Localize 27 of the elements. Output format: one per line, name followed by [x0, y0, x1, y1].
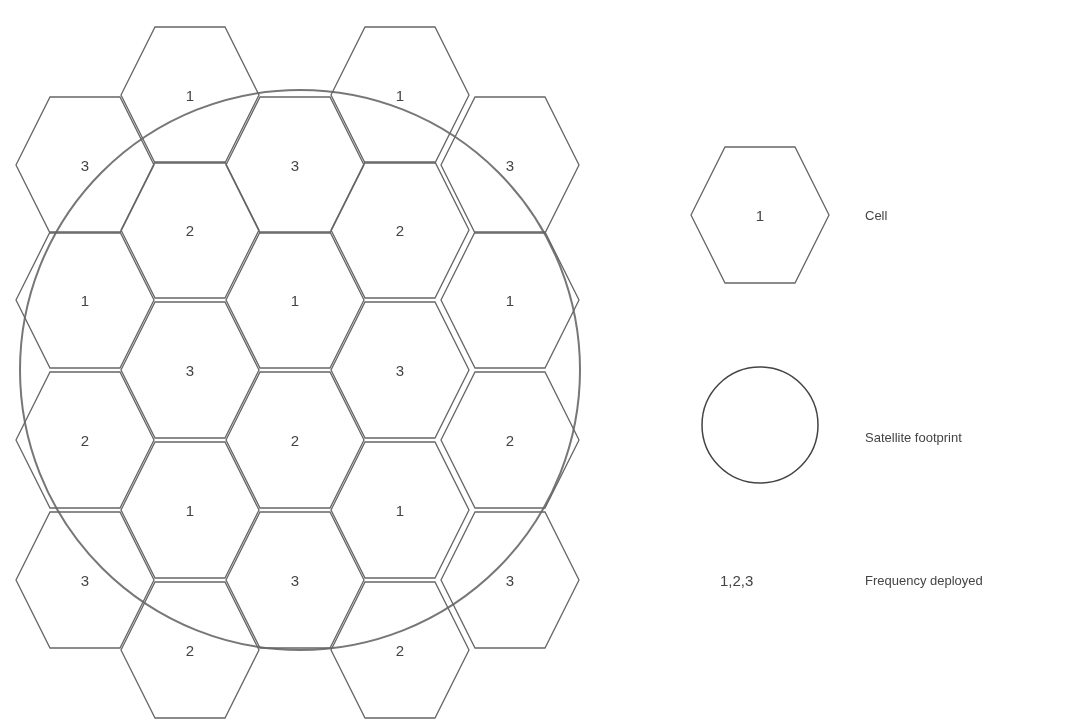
frequency-number: 3 — [80, 156, 90, 174]
frequency-number: 1 — [185, 86, 195, 104]
frequency-number: 1 — [80, 291, 90, 309]
frequency-number: 3 — [80, 571, 90, 589]
frequency-number: 1 — [290, 291, 300, 309]
frequency-number: 3 — [505, 156, 515, 174]
frequency-number: 1 — [185, 501, 195, 519]
frequency-number: 2 — [505, 431, 515, 449]
frequency-number: 2 — [185, 221, 195, 239]
frequency-number: 3 — [290, 156, 300, 174]
frequency-number: 2 — [80, 431, 90, 449]
frequency-number: 3 — [395, 361, 405, 379]
frequency-number: 1 — [755, 206, 765, 224]
legend-text: Satellite footprint — [865, 429, 962, 445]
frequency-number: 1 — [505, 291, 515, 309]
frequency-number: 1 — [395, 86, 405, 104]
frequency-number: 1 — [395, 501, 405, 519]
frequency-number: 3 — [185, 361, 195, 379]
frequency-number: 3 — [290, 571, 300, 589]
frequency-number: 3 — [505, 571, 515, 589]
legend-text: Cell — [865, 207, 888, 223]
frequency-number: 2 — [395, 221, 405, 239]
frequency-list: 1,2,3 — [720, 571, 754, 589]
frequency-number: 2 — [395, 641, 405, 659]
frequency-number: 2 — [185, 641, 195, 659]
legend-text: Frequency deployed — [865, 572, 983, 588]
frequency-number: 2 — [290, 431, 300, 449]
